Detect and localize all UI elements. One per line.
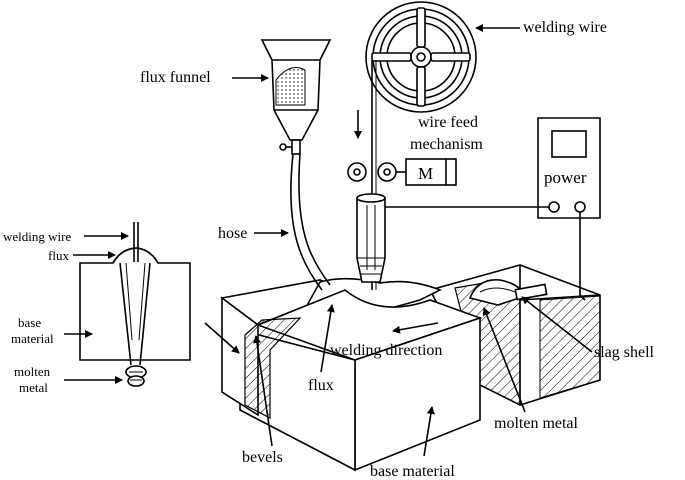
welding-direction-arrow-icon — [392, 322, 439, 334]
inset-base-label-line1: base — [18, 315, 41, 330]
inset-labels: welding wire flux base material molten m… — [3, 229, 129, 395]
power-supply: power — [537, 117, 601, 219]
contact-tube — [356, 193, 386, 283]
molten-metal-label: molten metal — [494, 415, 579, 432]
inset-molten-label-line2: metal — [19, 380, 48, 395]
welding-direction-label: welding direction — [330, 342, 442, 359]
slag-shell-label: slag shell — [594, 344, 655, 361]
wire-reel-icon — [365, 1, 477, 113]
arrow-icon — [482, 307, 526, 413]
inset-cross-section — [79, 222, 191, 387]
arrow-icon — [521, 296, 593, 353]
welding-wire-label: welding wire — [523, 19, 607, 36]
wire-feed-label-line2: mechanism — [410, 136, 483, 153]
hose-label: hose — [218, 225, 247, 242]
inset-flux-label: flux — [48, 248, 69, 263]
arrow-icon — [253, 335, 273, 447]
arrow-icon — [423, 406, 435, 457]
motor-icon: M — [405, 158, 457, 186]
inset-molten-label-line1: molten — [14, 364, 51, 379]
arrow-icon — [320, 304, 335, 373]
flux-funnel — [260, 39, 332, 155]
hose — [290, 153, 331, 291]
power-label: power — [544, 168, 587, 187]
flux-label: flux — [308, 377, 334, 394]
power-cable-work — [579, 212, 586, 301]
wire-feed-mechanism: M — [347, 158, 457, 186]
workpiece — [220, 264, 601, 472]
wire-feed-label-line1: wire feed — [418, 114, 478, 131]
inset-base-label-line2: material — [11, 331, 54, 346]
arrow-icon — [204, 322, 240, 354]
base-material-label: base material — [370, 463, 455, 480]
inset-welding-wire-label: welding wire — [3, 229, 71, 244]
motor-label: M — [418, 164, 433, 183]
bevels-label: bevels — [242, 449, 283, 466]
flux-funnel-label: flux funnel — [140, 69, 211, 86]
